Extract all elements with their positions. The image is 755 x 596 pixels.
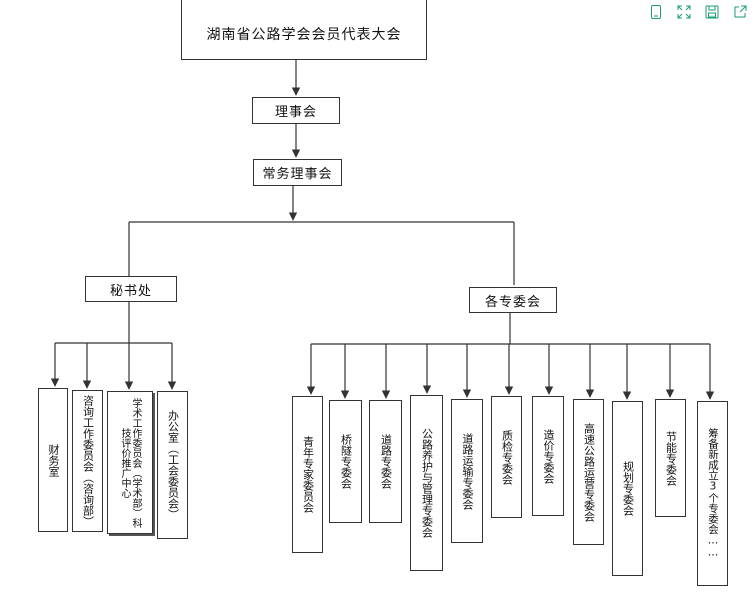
committee-roads-label: 道路专委会 <box>379 434 393 489</box>
committee-energy-saving: 节能专委会 <box>655 399 686 517</box>
committee-young-experts-label: 青年专家委员会 <box>301 436 315 513</box>
toolbar <box>641 0 755 28</box>
council-node: 理事会 <box>252 97 340 124</box>
committee-new-preparatory: 筹备新成立3个专委会…… <box>697 401 728 586</box>
standing-council-node-label: 常务理事会 <box>262 167 333 182</box>
root-node-label: 湖南省公路学会会员代表大会 <box>206 26 402 43</box>
committee-young-experts: 青年专家委员会 <box>292 396 323 553</box>
dept-finance-office: 财务室 <box>38 388 68 532</box>
committees-node-label: 各专委会 <box>484 294 541 310</box>
committee-quality-inspection-label: 质检专委会 <box>500 429 514 485</box>
committee-roads: 道路专委会 <box>369 400 402 523</box>
committee-new-preparatory-label: 筹备新成立3个专委会…… <box>707 428 719 559</box>
committee-energy-saving-label: 节能专委会 <box>664 430 678 486</box>
dept-academic-committee: 学术工作委员会（学术部）科技评价推广中心 <box>107 391 153 534</box>
dept-academic-committee-label: 学术工作委员会（学术部）科技评价推广中心 <box>119 397 141 528</box>
committee-expressway-operation: 高速公路运营专委会 <box>573 399 604 545</box>
committee-bridges-tunnels: 桥隧专委会 <box>329 400 362 523</box>
save-icon[interactable] <box>701 2 723 22</box>
tablet-icon[interactable] <box>645 2 667 22</box>
dept-consulting-committee-label: 咨询工作委员会（咨询部） <box>81 395 95 527</box>
committee-planning-label: 规划专委会 <box>621 461 635 516</box>
committee-road-transport: 道路运输专委会 <box>451 399 483 543</box>
committee-highway-maintenance-label: 公路养护与管理专委会 <box>420 428 434 538</box>
dept-general-office: 办公室（工会委员会） <box>157 391 188 539</box>
fullscreen-icon[interactable] <box>673 2 695 22</box>
root-node-general-assembly: 湖南省公路学会会员代表大会 <box>181 0 427 60</box>
committee-bridges-tunnels-label: 桥隧专委会 <box>339 434 353 489</box>
secretariat-node: 秘书处 <box>85 276 177 302</box>
committees-node: 各专委会 <box>469 287 557 313</box>
committee-cost: 造价专委会 <box>532 396 564 516</box>
committee-quality-inspection: 质检专委会 <box>491 396 522 518</box>
committee-highway-maintenance: 公路养护与管理专委会 <box>410 395 443 571</box>
committee-road-transport-label: 道路运输专委会 <box>461 432 474 510</box>
council-node-label: 理事会 <box>274 105 317 120</box>
secretariat-node-label: 秘书处 <box>109 283 152 299</box>
dept-finance-office-label: 财务室 <box>47 443 60 477</box>
dept-general-office-label: 办公室（工会委员会） <box>166 410 180 520</box>
standing-council-node: 常务理事会 <box>253 159 342 186</box>
dept-consulting-committee: 咨询工作委员会（咨询部） <box>72 390 103 532</box>
committee-planning: 规划专委会 <box>612 401 643 576</box>
committee-cost-label: 造价专委会 <box>542 428 555 484</box>
share-icon[interactable] <box>729 2 751 22</box>
committee-expressway-operation-label: 高速公路运营专委会 <box>582 422 596 522</box>
